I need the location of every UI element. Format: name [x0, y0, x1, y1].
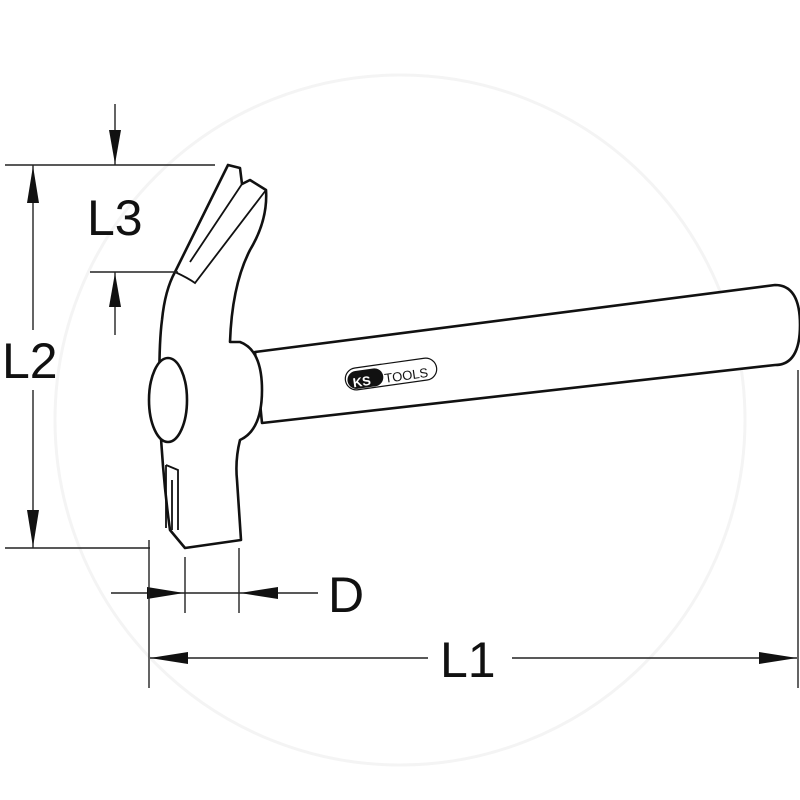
nail-slot	[165, 464, 179, 530]
dimension-d: D	[111, 548, 364, 623]
label-l1: L1	[440, 632, 496, 688]
ks-tools-logo: KS TOOLS	[344, 357, 438, 391]
label-d: D	[328, 567, 364, 623]
label-l3: L3	[87, 190, 143, 246]
logo-ks: KS	[352, 373, 372, 390]
striking-face	[147, 356, 189, 444]
dimension-l1: L1	[148, 370, 799, 688]
claw-slot	[174, 183, 267, 285]
hammer-head	[158, 163, 268, 550]
logo-tools: TOOLS	[384, 365, 430, 386]
dimension-l2: L2	[2, 164, 215, 549]
watermark	[53, 73, 747, 767]
label-l2: L2	[2, 333, 58, 389]
handle	[253, 283, 800, 425]
dimension-l3: L3	[87, 104, 178, 335]
